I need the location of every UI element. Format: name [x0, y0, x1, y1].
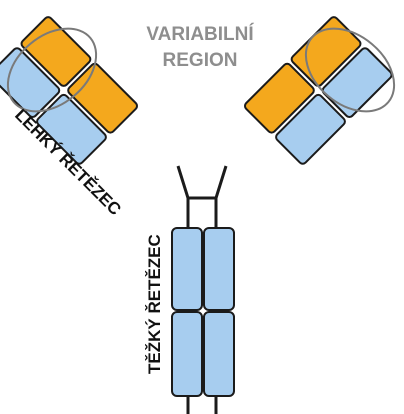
left-light-chain-constant-domain — [67, 62, 139, 134]
stem-right-upper-domain — [203, 227, 235, 311]
stem — [171, 227, 235, 414]
right-arm — [243, 16, 393, 165]
stem-left-lower-domain — [171, 311, 203, 397]
left-variable-region-outline — [6, 27, 98, 113]
heavy-chain-label: TĚŽKÝ ŘETĚZEC — [145, 234, 164, 374]
right-heavy-chain-constant-domain — [275, 93, 346, 165]
hinge-region — [176, 165, 228, 228]
variable-region-label-line2: REGION — [163, 50, 238, 71]
left-light-chain-variable-domain — [20, 16, 92, 87]
right-heavy-chain-variable-domain — [321, 47, 393, 119]
stem-right-lower-domain — [203, 311, 235, 397]
right-hinge-link — [214, 165, 228, 228]
right-variable-region-outline — [304, 27, 396, 113]
stem-left-upper-domain — [171, 227, 203, 311]
left-heavy-chain-constant-domain — [36, 93, 107, 165]
variable-region-label-line1: VARIABILNÍ — [146, 23, 254, 45]
left-hinge-link — [176, 165, 190, 228]
left-arm — [0, 16, 139, 165]
right-light-chain-constant-domain — [243, 62, 315, 134]
